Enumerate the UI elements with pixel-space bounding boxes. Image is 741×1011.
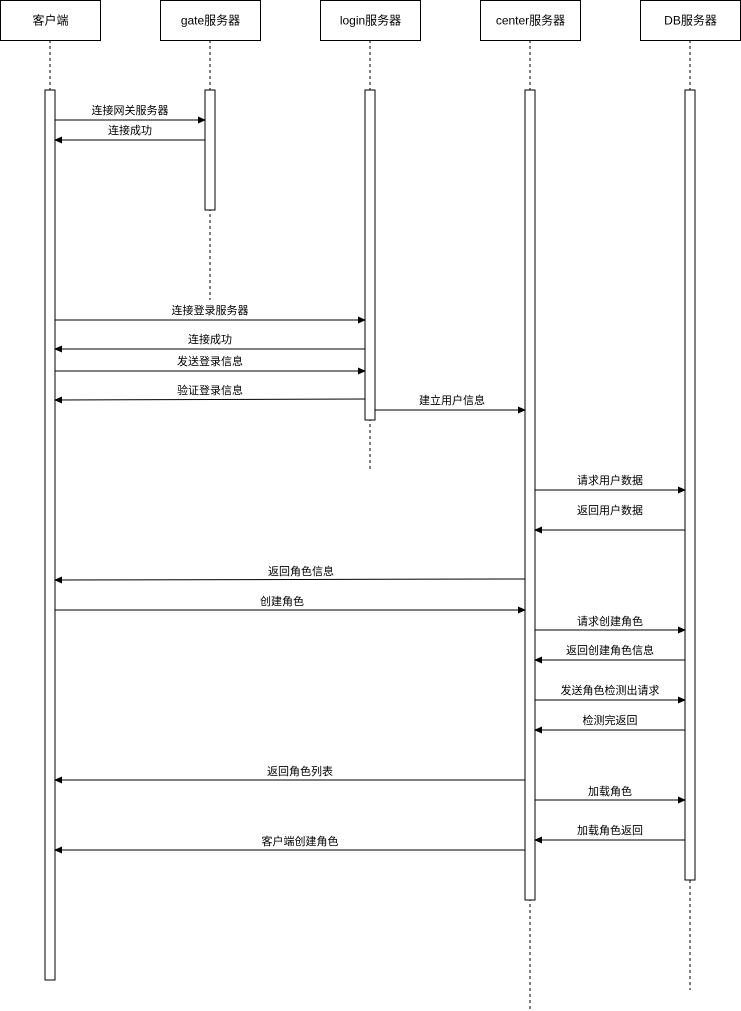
- message-0[interactable]: 连接网关服务器: [55, 103, 206, 124]
- message-label: 客户端创建角色: [262, 834, 339, 848]
- participant-label: gate服务器: [181, 13, 240, 28]
- participant-gate[interactable]: gate服务器: [160, 0, 261, 41]
- message-label: 连接网关服务器: [92, 103, 169, 117]
- message-16[interactable]: 加载角色: [535, 784, 686, 804]
- participant-login[interactable]: login服务器: [320, 0, 421, 41]
- message-label: 发送登录信息: [177, 354, 243, 368]
- participant-client[interactable]: 客户端: [0, 0, 101, 41]
- participant-label: DB服务器: [664, 13, 717, 28]
- participant-label: login服务器: [340, 13, 401, 28]
- message-label: 请求创建角色: [577, 614, 643, 628]
- message-label: 返回角色列表: [267, 764, 333, 778]
- participant-db[interactable]: DB服务器: [640, 0, 741, 41]
- message-17[interactable]: 加载角色返回: [534, 823, 685, 844]
- message-label: 连接登录服务器: [172, 303, 249, 317]
- message-14[interactable]: 检测完返回: [534, 713, 685, 734]
- activation-gate: [204, 89, 216, 211]
- message-label: 连接成功: [188, 333, 232, 346]
- message-label: 返回用户数据: [577, 503, 643, 517]
- participant-label: 客户端: [32, 13, 68, 28]
- message-7[interactable]: 请求用户数据: [535, 473, 686, 494]
- message-label: 验证登录信息: [177, 383, 243, 397]
- message-label: 返回角色信息: [268, 564, 334, 578]
- message-9[interactable]: 返回角色信息: [54, 564, 526, 584]
- message-label: 建立用户信息: [419, 393, 485, 407]
- message-label: 加载角色返回: [577, 823, 643, 837]
- message-label: 创建角色: [260, 594, 304, 608]
- message-10[interactable]: 创建角色: [55, 594, 526, 614]
- activation-db: [684, 89, 696, 881]
- activation-client: [44, 89, 56, 981]
- messages: 连接网关服务器 连接成功 连接登录服务器 连接成功 发送登录信息 验证登录信息 …: [54, 103, 686, 854]
- message-label: 加载角色: [588, 784, 632, 798]
- activation-login: [364, 89, 376, 421]
- message-2[interactable]: 连接登录服务器: [55, 303, 366, 324]
- message-18[interactable]: 客户端创建角色: [54, 834, 525, 854]
- message-label: 返回创建角色信息: [566, 643, 654, 657]
- participant-label: center服务器: [496, 13, 565, 28]
- message-label: 连接成功: [108, 124, 152, 137]
- message-6[interactable]: 建立用户信息: [375, 393, 526, 414]
- message-label: 请求用户数据: [577, 473, 643, 487]
- message-3[interactable]: 连接成功: [54, 333, 365, 353]
- message-13[interactable]: 发送角色检测出请求: [535, 683, 686, 704]
- message-label: 发送角色检测出请求: [561, 683, 660, 697]
- message-12[interactable]: 返回创建角色信息: [534, 643, 685, 664]
- message-4[interactable]: 发送登录信息: [55, 354, 366, 375]
- participants: 客户端 gate服务器 login服务器 center服务器 DB服务器: [0, 0, 741, 41]
- message-1[interactable]: 连接成功: [54, 124, 205, 144]
- message-15[interactable]: 返回角色列表: [54, 764, 525, 784]
- message-label: 检测完返回: [583, 713, 638, 727]
- participant-center[interactable]: center服务器: [480, 0, 581, 41]
- message-8[interactable]: 返回用户数据: [534, 503, 685, 534]
- message-11[interactable]: 请求创建角色: [535, 614, 686, 634]
- message-5[interactable]: 验证登录信息: [54, 383, 366, 404]
- activation-center: [524, 89, 536, 901]
- activations: [44, 89, 696, 981]
